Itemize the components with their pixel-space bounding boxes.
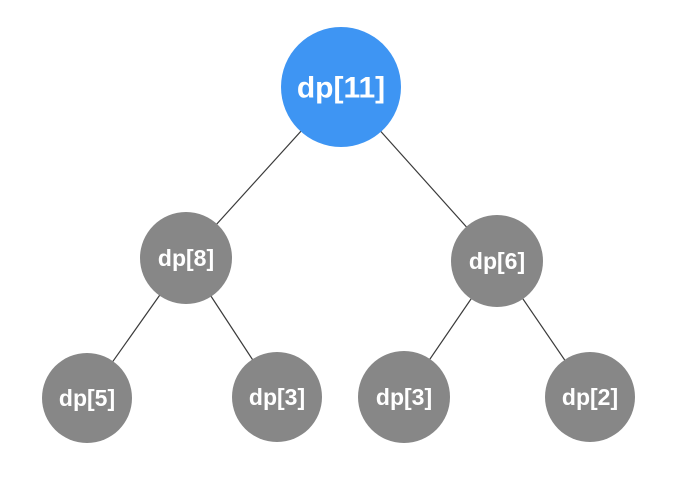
node-dp11-label: dp[11] [297,72,385,105]
node-dp3-right-label: dp[3] [376,384,432,410]
node-dp6-circle [451,215,543,307]
node-dp2-circle [545,352,635,442]
node-dp5-label: dp[5] [59,385,115,411]
node-dp3-left-circle [232,352,322,442]
node-dp3-left-label: dp[3] [249,384,305,410]
node-dp8-circle [140,212,232,304]
node-dp11-circle [281,27,401,147]
node-dp3-right-circle [358,351,450,443]
node-dp8-label: dp[8] [158,245,214,271]
label-group: dp[11] dp[8] dp[6] dp[5] dp[3] dp[3] dp[… [59,72,618,412]
node-dp2-label: dp[2] [562,384,618,410]
node-group [42,27,635,443]
node-dp5-circle [42,353,132,443]
node-dp6-label: dp[6] [469,248,525,274]
